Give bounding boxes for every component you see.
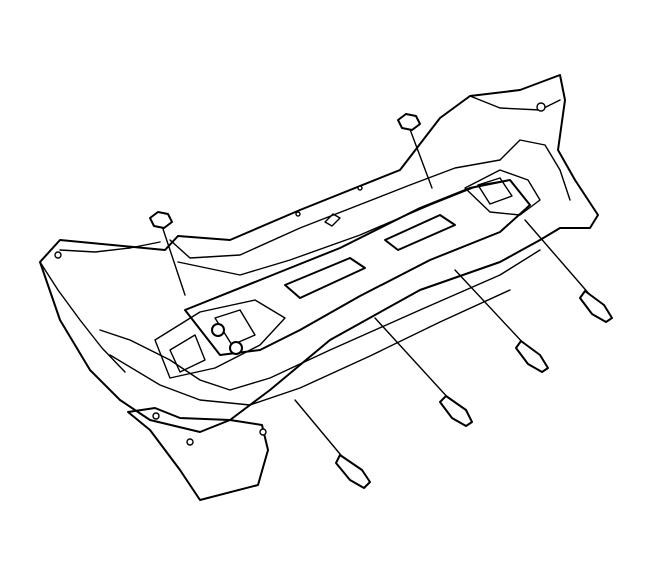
rear-bumper-fascia — [39, 74, 599, 501]
push-in-retainer — [397, 113, 433, 189]
bolt — [454, 269, 549, 373]
bolt — [524, 219, 613, 323]
push-in-retainer — [149, 211, 186, 296]
bolt — [294, 399, 371, 489]
bolt — [374, 317, 473, 427]
